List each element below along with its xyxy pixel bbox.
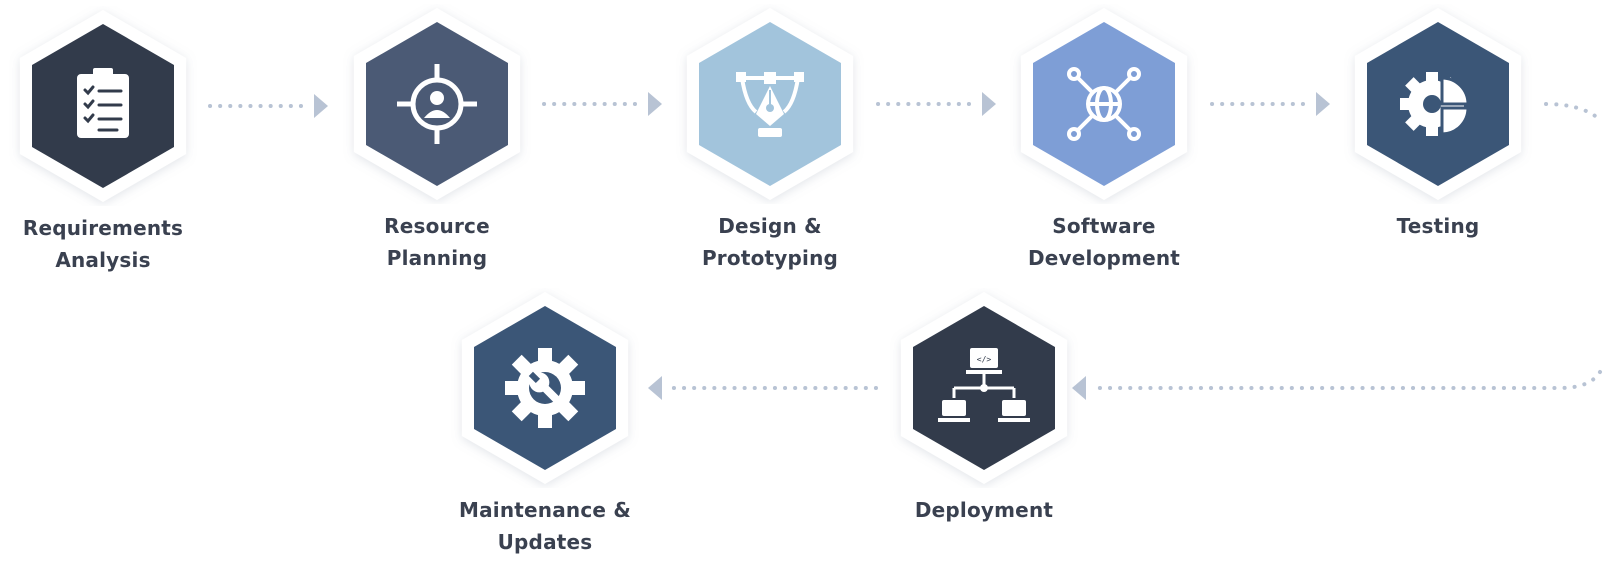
step-deployment: </> Deployment <box>884 288 1084 588</box>
arrowhead-4-5 <box>1316 92 1330 116</box>
arrowhead-1-2 <box>314 94 328 118</box>
step-label: Maintenance & Updates <box>445 494 645 558</box>
step-label-line: Maintenance & <box>458 498 631 522</box>
step-label-line: Software <box>1052 214 1156 238</box>
connector-layer <box>208 92 1602 400</box>
hexagon-node <box>353 8 521 200</box>
step-label-line: Requirements <box>22 216 184 240</box>
arrowhead-6-7 <box>648 376 662 400</box>
step-label-line: Development <box>1027 246 1181 270</box>
hexagon-node: </> <box>900 292 1068 484</box>
target-person-icon <box>397 64 477 144</box>
hexagon-node <box>19 10 187 202</box>
step-label: Testing <box>1338 210 1538 242</box>
arrowhead-5-6 <box>1072 376 1086 400</box>
step-design-prototyping: Design & Prototyping <box>670 4 870 304</box>
step-label: Resource Planning <box>337 210 537 274</box>
step-label: Design & Prototyping <box>670 210 870 274</box>
step-label-line: Deployment <box>914 498 1054 522</box>
hexagon-node <box>1020 8 1188 200</box>
hexagon-node <box>686 8 854 200</box>
step-label-line: Resource Planning <box>384 214 490 270</box>
step-resource-planning: Resource Planning <box>337 4 537 304</box>
connector-5-6-curve <box>1544 102 1600 120</box>
network-deploy-icon: </> <box>938 348 1030 422</box>
step-testing: Testing <box>1338 4 1538 304</box>
step-label-line: Updates <box>497 530 593 554</box>
hexagon-node <box>461 292 629 484</box>
step-label-line: Design & <box>718 214 822 238</box>
step-label-line: Analysis <box>55 248 151 272</box>
gear-wrench-icon <box>505 348 585 428</box>
step-label-line: Testing <box>1396 214 1480 238</box>
clipboard-checklist-icon <box>77 68 129 138</box>
arrowhead-2-3 <box>648 92 662 116</box>
pen-tool-icon <box>736 72 804 137</box>
step-maintenance-updates: Maintenance & Updates <box>445 288 645 588</box>
connector-return-curve <box>1088 370 1602 390</box>
svg-text:</>: </> <box>977 355 992 364</box>
step-label: Deployment <box>884 494 1084 526</box>
step-label-line: Prototyping <box>701 246 839 270</box>
globe-network-icon <box>1067 67 1141 141</box>
gear-pie-icon <box>1400 72 1470 136</box>
hexagon-node <box>1354 8 1522 200</box>
arrowhead-3-4 <box>982 92 996 116</box>
